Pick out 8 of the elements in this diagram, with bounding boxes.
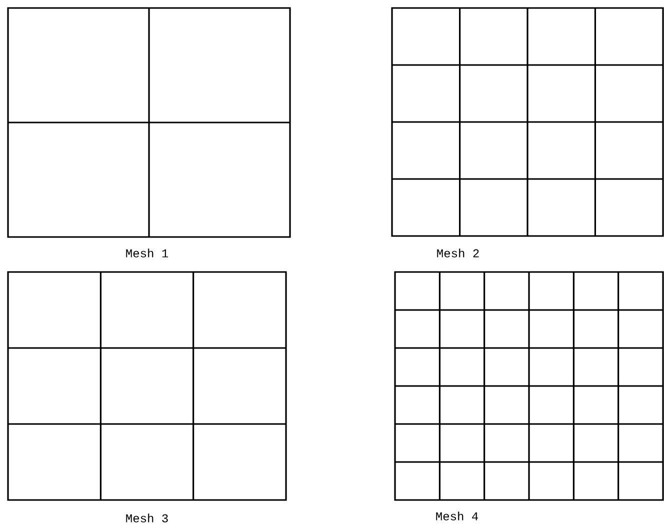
mesh-grid: Mesh 3 [7, 271, 287, 522]
mesh-grid: Mesh 4 [394, 271, 664, 520]
node-label: Mesh 1 [126, 248, 168, 258]
mesh-grid: Mesh 2 [391, 7, 664, 258]
node-label: Mesh 2 [437, 248, 479, 258]
node-label: Mesh 4 [436, 512, 478, 520]
node-label: Mesh 3 [126, 514, 168, 522]
mesh-grid: Mesh 1 [7, 7, 291, 258]
